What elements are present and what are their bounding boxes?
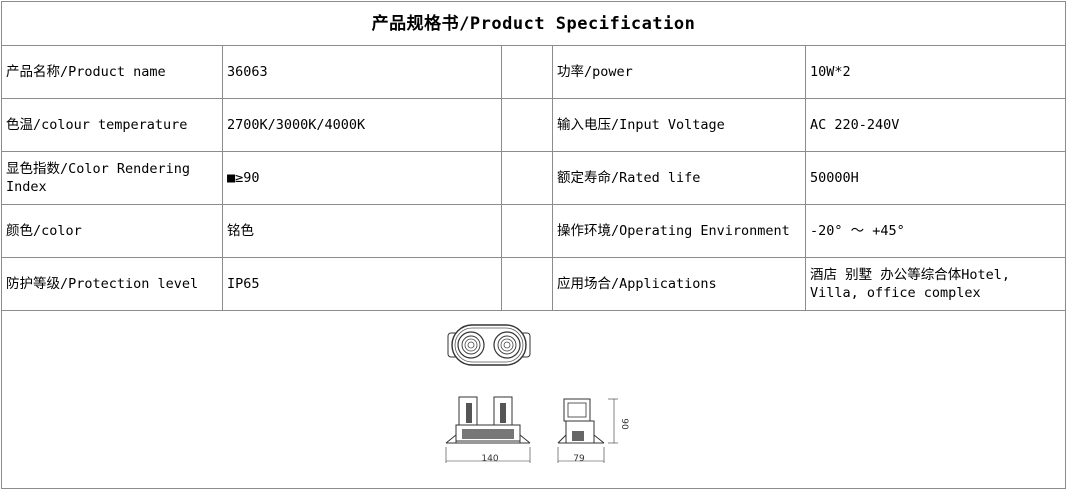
drawing-cell: 140 xyxy=(0,310,1067,489)
value-color-rendering: ■≥90 xyxy=(222,151,502,205)
label-product-name: 产品名称/Product name xyxy=(1,45,223,99)
front-view-drawing xyxy=(445,396,531,463)
side-view-drawing xyxy=(557,398,618,463)
label-operating-environment: 操作环境/Operating Environment xyxy=(552,204,806,258)
top-view-drawing xyxy=(447,324,531,366)
spec-row-product-name: 产品名称/Product name 36063 功率/power 10W*2 xyxy=(1,45,1067,99)
spacer-cell xyxy=(501,45,553,99)
drawing-row: 140 xyxy=(0,310,1067,489)
value-protection-level: IP65 xyxy=(222,257,502,311)
value-input-voltage: AC 220-240V xyxy=(804,98,1067,152)
spec-row-protection-level: 防护等级/Protection level IP65 应用场合/Applicat… xyxy=(1,257,1067,311)
spec-title: 产品规格书/Product Specification xyxy=(0,1,1067,46)
spec-row-colour-temperature: 色温/colour temperature 2700K/3000K/4000K … xyxy=(1,98,1067,152)
label-rated-life: 额定寿命/Rated life xyxy=(552,151,806,205)
product-drawing: 140 xyxy=(3,312,1065,488)
label-color-rendering: 显色指数/Color Rendering Index xyxy=(1,151,223,205)
value-applications: 酒店 别墅 办公等综合体Hotel, Villa, office complex xyxy=(804,257,1067,311)
label-color: 颜色/color xyxy=(1,204,223,258)
label-power: 功率/power xyxy=(552,45,806,99)
dim-height-label-box: 90 xyxy=(619,418,629,430)
spacer-cell xyxy=(501,204,553,258)
label-input-voltage: 输入电压/Input Voltage xyxy=(552,98,806,152)
value-colour-temperature: 2700K/3000K/4000K xyxy=(222,98,502,152)
label-applications: 应用场合/Applications xyxy=(552,257,806,311)
value-operating-environment: -20° ～ +45° xyxy=(804,204,1067,258)
dim-depth-label-box: 79 xyxy=(573,454,585,464)
dim-height-label: 90 xyxy=(619,418,629,430)
dim-width-label: 140 xyxy=(481,454,498,464)
value-color: 铭色 xyxy=(222,204,502,258)
dim-depth-label: 79 xyxy=(573,454,585,464)
label-colour-temperature: 色温/colour temperature xyxy=(1,98,223,152)
spec-row-color-rendering: 显色指数/Color Rendering Index ■≥90 额定寿命/Rat… xyxy=(1,151,1067,205)
dim-width-label-box: 140 xyxy=(481,454,498,464)
spacer-cell xyxy=(501,98,553,152)
title-row: 产品规格书/Product Specification xyxy=(0,1,1067,46)
spacer-cell xyxy=(501,151,553,205)
spacer-cell xyxy=(501,257,553,311)
value-product-name: 36063 xyxy=(222,45,502,99)
spec-row-color: 颜色/color 铭色 操作环境/Operating Environment -… xyxy=(1,204,1067,258)
label-protection-level: 防护等级/Protection level xyxy=(1,257,223,311)
value-power: 10W*2 xyxy=(804,45,1067,99)
value-rated-life: 50000H xyxy=(804,151,1067,205)
